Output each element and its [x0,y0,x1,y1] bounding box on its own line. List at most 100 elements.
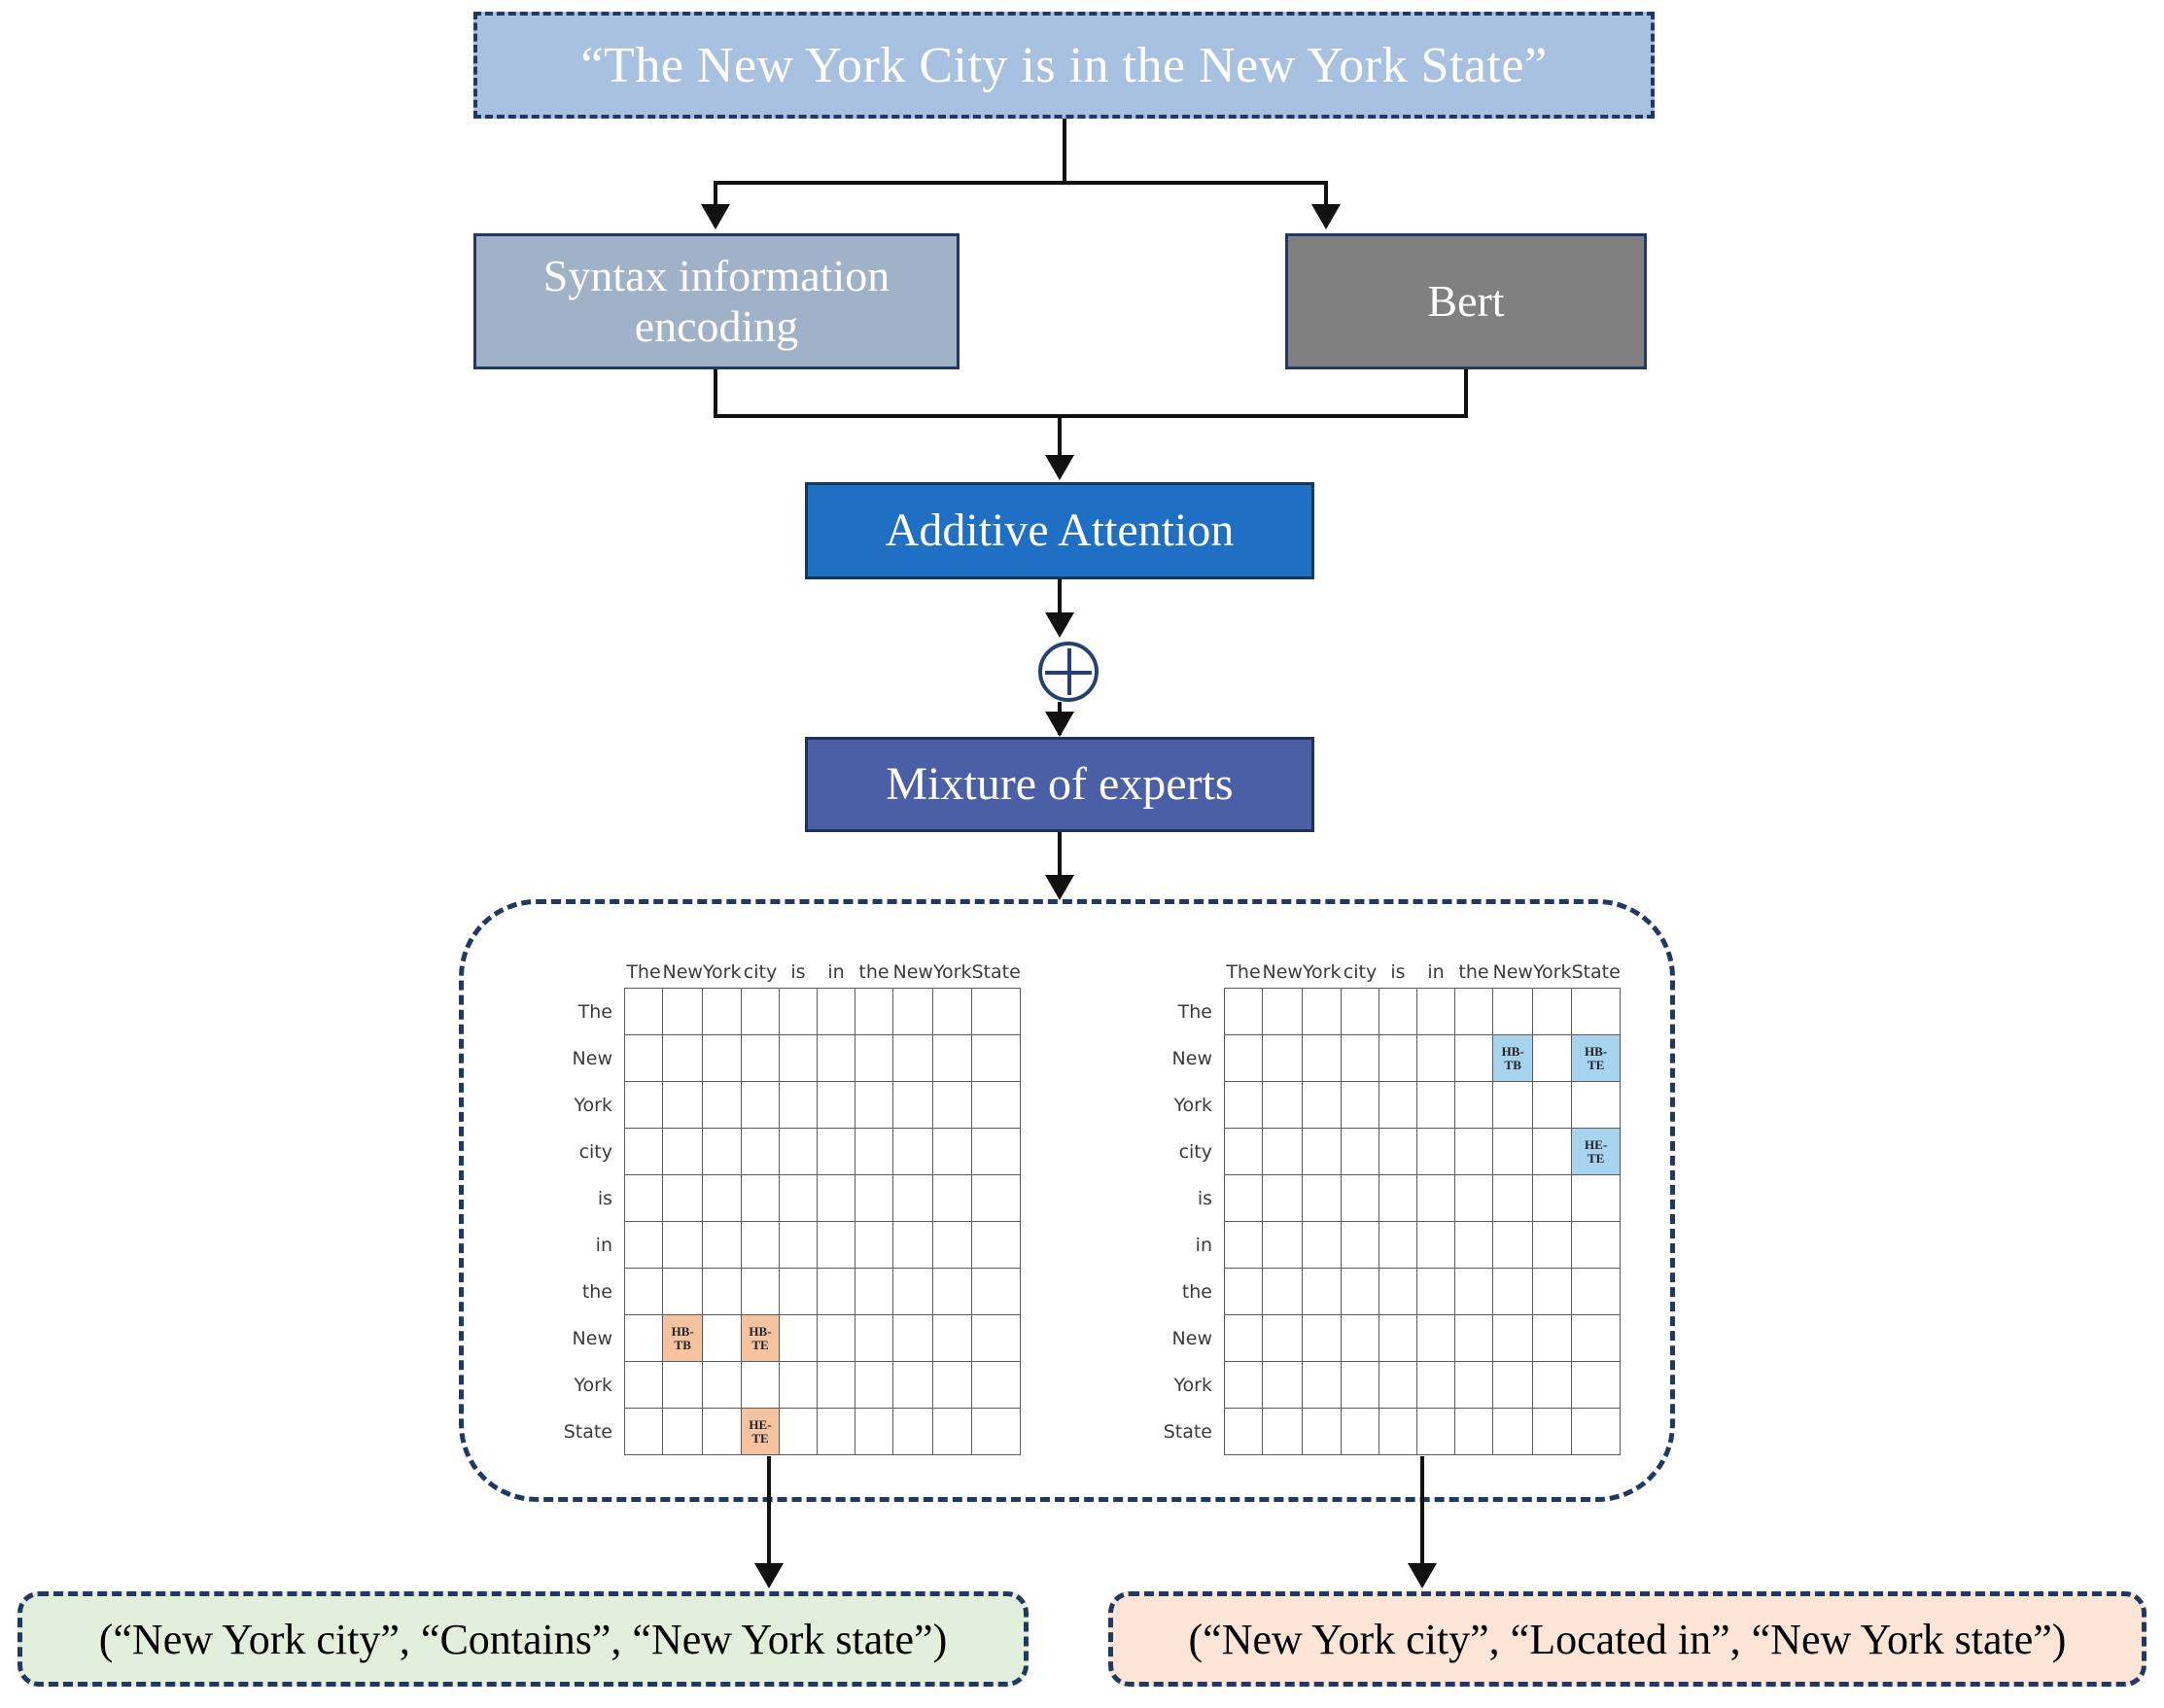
matrix-cell[interactable] [1261,1314,1304,1362]
matrix-cell[interactable] [1570,1408,1622,1455]
matrix-cell[interactable] [702,1034,742,1082]
matrix-cell[interactable] [1532,1268,1572,1315]
matrix-cell[interactable] [1415,1314,1455,1362]
matrix-cell[interactable] [1378,1081,1417,1129]
matrix-cell[interactable] [624,1361,663,1409]
matrix-cell[interactable] [1415,1221,1455,1269]
matrix-cell[interactable] [1340,1128,1379,1175]
matrix-cell[interactable] [778,1361,818,1409]
matrix-cell[interactable] [1302,1081,1342,1129]
matrix-cell-highlighted[interactable]: HE-TE [740,1408,780,1455]
matrix-cell[interactable] [816,1408,855,1455]
matrix-cell[interactable] [624,1128,663,1175]
matrix-cell[interactable] [624,1034,663,1082]
matrix-cell[interactable] [1224,1081,1263,1129]
matrix-cell[interactable] [1491,1314,1534,1362]
matrix-cell[interactable] [1453,1128,1493,1175]
matrix-cell[interactable] [624,988,663,1035]
matrix-cell[interactable] [1224,1268,1263,1315]
matrix-cell[interactable] [778,1408,818,1455]
matrix-cell[interactable] [932,1314,972,1362]
matrix-cell[interactable] [1415,988,1455,1035]
matrix-cell[interactable] [816,1034,855,1082]
matrix-cell[interactable] [816,1221,855,1269]
matrix-cell[interactable] [1378,1361,1417,1409]
matrix-cell[interactable] [891,988,934,1035]
matrix-cell[interactable] [1453,1221,1493,1269]
matrix-cell[interactable] [1340,1408,1379,1455]
matrix-cell[interactable] [970,1128,1022,1175]
matrix-cell[interactable] [740,1034,780,1082]
matrix-cell[interactable] [1340,1081,1379,1129]
matrix-cell[interactable] [1453,1081,1493,1129]
matrix-cell[interactable] [1261,1221,1304,1269]
matrix-cell[interactable] [1491,1174,1534,1222]
matrix-cell[interactable] [1532,1221,1572,1269]
matrix-cell[interactable] [1302,1221,1342,1269]
matrix-cell[interactable] [1340,1221,1379,1269]
matrix-cell-highlighted[interactable]: HB-TB [661,1314,704,1362]
matrix-cell[interactable] [891,1361,934,1409]
matrix-cell[interactable] [1491,1128,1534,1175]
matrix-cell[interactable] [624,1314,663,1362]
matrix-cell[interactable] [932,1408,972,1455]
matrix-cell[interactable] [1570,1314,1622,1362]
matrix-cell[interactable] [1415,1174,1455,1222]
matrix-cell[interactable] [970,1081,1022,1129]
matrix-cell[interactable] [854,1408,893,1455]
matrix-cell[interactable] [661,1034,704,1082]
matrix-cell[interactable] [1415,1081,1455,1129]
matrix-cell[interactable] [854,988,893,1035]
matrix-cell[interactable] [1224,1034,1263,1082]
matrix-cell[interactable] [1378,1174,1417,1222]
matrix-cell[interactable] [1224,1174,1263,1222]
matrix-cell[interactable] [1378,1268,1417,1315]
matrix-cell[interactable] [740,1361,780,1409]
matrix-cell[interactable] [778,1174,818,1222]
matrix-cell[interactable] [816,1174,855,1222]
matrix-cell[interactable] [891,1174,934,1222]
matrix-cell[interactable] [1340,1361,1379,1409]
matrix-cell[interactable] [778,1314,818,1362]
matrix-cell[interactable] [778,1034,818,1082]
matrix-cell[interactable] [970,1361,1022,1409]
matrix-cell[interactable] [1378,1034,1417,1082]
matrix-cell[interactable] [1302,1361,1342,1409]
matrix-cell[interactable] [970,1174,1022,1222]
matrix-cell[interactable] [624,1268,663,1315]
matrix-cell[interactable] [891,1268,934,1315]
matrix-cell[interactable] [702,988,742,1035]
matrix-cell[interactable] [932,1174,972,1222]
matrix-cell[interactable] [854,1361,893,1409]
matrix-cell[interactable] [1224,1314,1263,1362]
matrix-cell[interactable] [816,1268,855,1315]
matrix-cell[interactable] [1340,988,1379,1035]
matrix-cell[interactable] [1532,1081,1572,1129]
matrix-cell[interactable] [932,1034,972,1082]
matrix-cell[interactable] [778,1081,818,1129]
matrix-cell[interactable] [1302,1408,1342,1455]
matrix-cell[interactable] [854,1221,893,1269]
matrix-cell[interactable] [1491,1408,1534,1455]
matrix-cell[interactable] [1532,1034,1572,1082]
matrix-cell[interactable] [661,1174,704,1222]
matrix-cell[interactable] [970,1221,1022,1269]
matrix-cell[interactable] [1453,1314,1493,1362]
matrix-cell[interactable] [1302,1174,1342,1222]
matrix-cell-highlighted[interactable]: HE-TE [1570,1128,1622,1175]
matrix-cell[interactable] [1491,1221,1534,1269]
matrix-cell[interactable] [1491,1081,1534,1129]
matrix-cell[interactable] [1378,1408,1417,1455]
matrix-cell[interactable] [1453,1361,1493,1409]
matrix-cell[interactable] [816,1361,855,1409]
matrix-cell[interactable] [1224,1128,1263,1175]
matrix-cell[interactable] [854,1034,893,1082]
matrix-cell[interactable] [970,1268,1022,1315]
matrix-cell[interactable] [778,1128,818,1175]
matrix-cell[interactable] [932,1268,972,1315]
matrix-cell[interactable] [740,988,780,1035]
matrix-cell[interactable] [932,1128,972,1175]
matrix-cell[interactable] [1340,1314,1379,1362]
matrix-cell[interactable] [816,988,855,1035]
matrix-cell[interactable] [624,1408,663,1455]
